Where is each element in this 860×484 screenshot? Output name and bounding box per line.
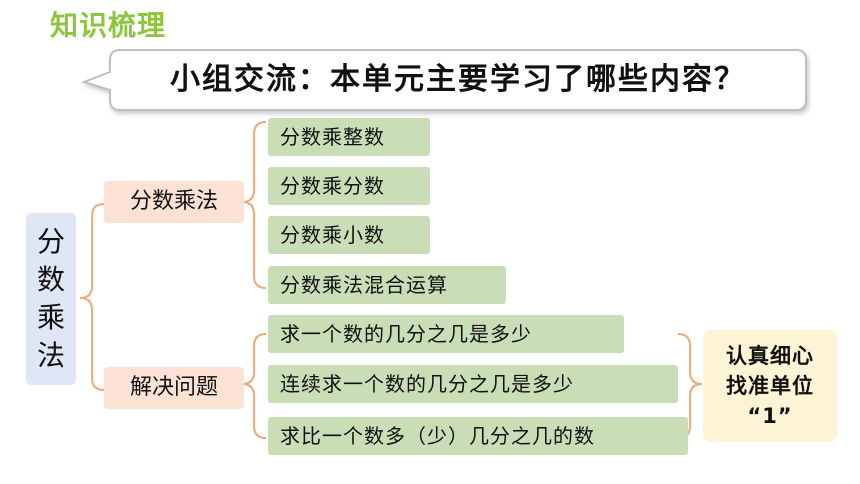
leaf-item: 求一个数的几分之几是多少 [268,315,624,353]
leaf-item: 分数乘整数 [268,118,430,156]
leaf-item: 分数乘分数 [268,167,430,205]
root-char: 法 [36,339,65,372]
root-char: 乘 [36,301,65,334]
leaf-item: 连续求一个数的几分之几是多少 [268,365,678,403]
leaf-item: 分数乘法混合运算 [268,266,506,304]
tip-line: 认真细心 [726,344,814,368]
discussion-question: 小组交流：本单元主要学习了哪些内容？ [170,62,746,97]
root-char: 数 [36,263,65,296]
root-bracket [79,203,105,391]
tip-note: 认真细心 找准单位 “1” [703,330,837,442]
tip-line: 找准单位 [726,374,814,398]
leaf-item: 分数乘小数 [268,216,430,254]
category-1-bracket [241,121,267,289]
root-node: 分 数 乘 法 [26,213,76,385]
category-problem-solving: 解决问题 [104,367,244,409]
category-multiplication: 分数乘法 [104,181,244,223]
tip-line: “1” [747,404,793,428]
section-title: 知识梳理 [50,9,167,42]
leaf-item: 求比一个数多（少）几分之几的数 [268,417,688,455]
note-bracket [677,333,703,439]
category-2-bracket [241,333,267,439]
root-char: 分 [36,225,65,258]
